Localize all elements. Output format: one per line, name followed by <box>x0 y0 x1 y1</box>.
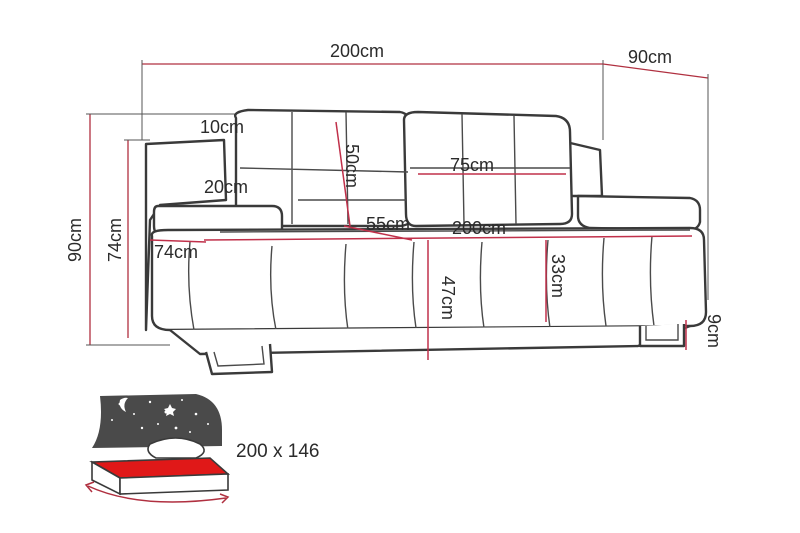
seat-depth-label: 55cm <box>366 214 410 234</box>
bed-size-label: 200 x 146 <box>236 441 319 462</box>
total-height-label: 90cm <box>65 218 85 262</box>
inner-dimension-lines <box>149 121 693 360</box>
total-height-dimension: 90cm <box>65 113 240 346</box>
total-width-label: 200cm <box>330 41 384 61</box>
seat-height-label: 47cm <box>438 276 458 320</box>
seat-thickness-label: 33cm <box>548 254 568 298</box>
leg-right <box>638 324 686 348</box>
seat-width-label: 200cm <box>452 218 506 238</box>
seat-front <box>150 226 708 332</box>
armrest-right <box>576 194 702 232</box>
backrest-thickness-label: 10cm <box>200 117 244 137</box>
armrest-height-dimension: 74cm <box>105 139 150 338</box>
backrest-cushion-right <box>402 110 574 228</box>
sofa-drawing <box>144 108 708 376</box>
leg-height-label: 9cm <box>704 314 724 348</box>
night-sky-panel <box>92 394 222 448</box>
armrest-width-label: 20cm <box>204 177 248 197</box>
side-depth-label: 74cm <box>154 242 198 262</box>
total-width-dimension: 200cm <box>141 41 604 140</box>
depth-label: 90cm <box>628 47 672 67</box>
backrest-height-label: 50cm <box>342 144 362 188</box>
armrest-height-label: 74cm <box>105 218 125 262</box>
bed-mode-icon <box>84 394 231 504</box>
cushion-width-label: 75cm <box>450 155 494 175</box>
leg-left <box>204 343 274 376</box>
depth-dimension: 90cm <box>602 47 709 300</box>
